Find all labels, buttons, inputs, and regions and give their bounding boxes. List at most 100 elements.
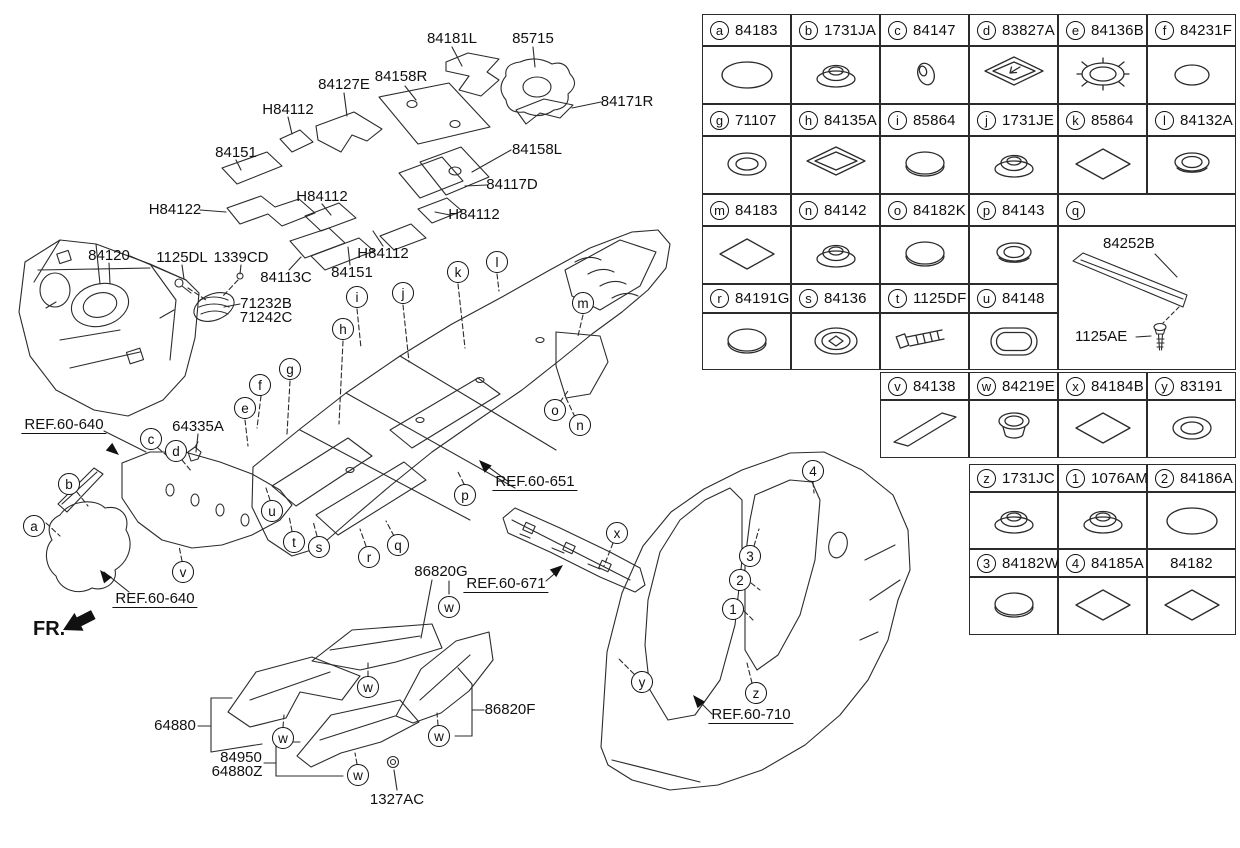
part-shape-cell — [1058, 492, 1147, 549]
callout-t: t — [283, 531, 305, 553]
part-label: 84117D — [486, 176, 538, 193]
part-number: 84147 — [913, 21, 956, 39]
part-number: 84186A — [1180, 469, 1233, 487]
ref-link[interactable]: REF.60-640 — [21, 417, 107, 434]
callout-q: q — [387, 534, 409, 556]
part-number: 71107 — [735, 111, 777, 129]
part-label: H84122 — [148, 201, 202, 218]
item-key-q: q — [1066, 200, 1085, 220]
item-key-j: j — [977, 110, 996, 130]
part-shape-cell — [702, 313, 791, 370]
cap-icon — [726, 327, 767, 354]
part-label: 84127E — [318, 76, 370, 93]
callout-2: 2 — [729, 569, 751, 591]
part-shape-cell — [969, 313, 1058, 370]
callout-o: o — [544, 399, 566, 421]
ring-icon — [1171, 416, 1212, 440]
grommet-cross-icon — [813, 326, 858, 355]
part-label: 84158R — [374, 68, 428, 85]
callout-w: w — [438, 596, 460, 618]
tray-arrow-icon — [983, 56, 1044, 86]
part-label: 84171R — [600, 93, 654, 110]
part-shape-cell — [791, 313, 880, 370]
part-number: 84184B — [1091, 377, 1144, 395]
ref-link[interactable]: REF.60-710 — [708, 707, 794, 724]
part-shape-cell — [1058, 136, 1147, 194]
part-shape-cell — [1058, 46, 1147, 104]
part-number: 84191G — [735, 290, 790, 307]
callout-3: 3 — [739, 545, 761, 567]
part-label: 84151 — [331, 264, 373, 281]
part-label: 84158L — [511, 141, 563, 158]
part-shape-cell — [702, 46, 791, 104]
item-key-g: g — [710, 110, 729, 130]
callout-v: v — [172, 561, 194, 583]
part-label: 64880Z — [211, 763, 263, 780]
part-label: 84113C — [260, 269, 312, 286]
part-number: 85864 — [1091, 111, 1134, 129]
part-number: 1076AM — [1091, 469, 1149, 487]
item-key-s: s — [799, 289, 818, 308]
part-number: 1125DF — [913, 290, 967, 307]
part-label: 86820F — [484, 701, 536, 718]
part-cell: a 84183 — [702, 14, 791, 46]
assembly-bolt-number: 1125AE — [1075, 328, 1128, 345]
callout-d: d — [165, 440, 187, 462]
item-key-2: 2 — [1155, 468, 1174, 488]
item-key-p: p — [977, 200, 996, 220]
item-key-a: a — [710, 20, 729, 40]
part-number: 1731JC — [1002, 469, 1055, 487]
part-shape-cell — [702, 226, 791, 284]
part-number: 84132A — [1180, 111, 1233, 129]
tray-icon — [805, 146, 866, 176]
callout-4: 4 — [802, 460, 824, 482]
part-label: 71232B — [240, 295, 292, 312]
callout-k: k — [447, 261, 469, 283]
part-number: 84183 — [735, 21, 778, 39]
callout-r: r — [358, 546, 380, 568]
cap-icon — [904, 241, 945, 267]
part-shape-cell — [969, 492, 1058, 549]
callout-m: m — [572, 292, 594, 314]
item-key-u: u — [977, 289, 996, 308]
dome-grommet-icon — [1082, 510, 1123, 534]
dome-grommet-icon — [815, 244, 856, 268]
part-number: 84182K — [913, 201, 966, 219]
item-key-k: k — [1066, 110, 1085, 130]
diamond-pad-icon — [1074, 589, 1131, 621]
part-number: 84136 — [824, 290, 867, 307]
callout-h: h — [332, 318, 354, 340]
item-key-f: f — [1155, 20, 1174, 40]
part-shape-cell — [880, 400, 969, 458]
part-shape-cell — [880, 136, 969, 194]
part-shape-cell — [1058, 577, 1147, 635]
part-label: 84120 — [88, 247, 130, 264]
ref-link[interactable]: REF.60-640 — [112, 591, 198, 608]
assembly-part-number: 84252B — [1103, 235, 1155, 252]
ref-link[interactable]: REF.60-671 — [463, 576, 549, 593]
part-number: 84182 — [1170, 554, 1213, 572]
part-shape-cell — [791, 46, 880, 104]
ellipse-small-icon — [1173, 64, 1210, 86]
dome-grommet-icon — [815, 64, 856, 88]
ref-link[interactable]: REF.60-651 — [492, 474, 578, 491]
item-key-4: 4 — [1066, 553, 1085, 573]
part-label: H84112 — [296, 188, 348, 205]
part-number: 83827A — [1002, 21, 1055, 39]
item-key-1: 1 — [1066, 468, 1085, 488]
part-shape-cell — [969, 400, 1058, 458]
part-shape-cell — [702, 136, 791, 194]
